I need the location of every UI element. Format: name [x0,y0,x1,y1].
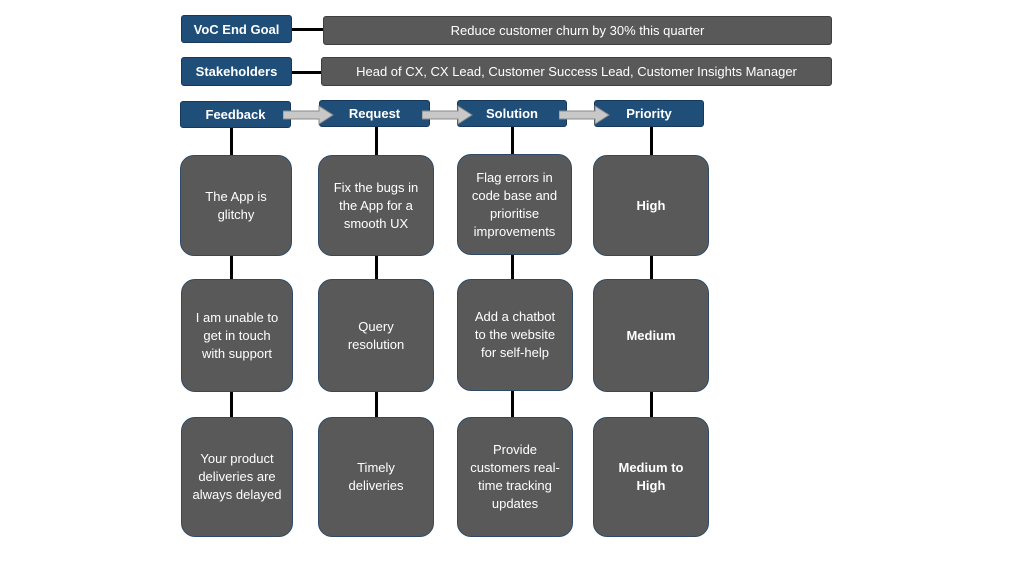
stakeholders-label: Stakeholders [181,57,292,86]
priority-card: High [593,155,709,256]
request-card: Timely deliveries [318,417,434,537]
column-connector [650,127,653,155]
feedback-card: I am unable to get in touch with support [181,279,293,392]
column-connector [511,391,514,417]
column-connector [375,256,378,280]
solution-card: Add a chatbot to the website for self-he… [457,279,573,391]
goal-label: VoC End Goal [181,15,292,43]
column-connector [650,392,653,417]
column-connector [230,128,233,155]
goal-value: Reduce customer churn by 30% this quarte… [323,16,832,45]
arrow-right-icon [283,105,335,125]
stakeholders-connector [292,71,322,74]
arrow-right-icon [559,105,611,125]
column-connector [230,392,233,417]
header-feedback: Feedback [180,101,291,128]
column-connector [375,127,378,155]
solution-card: Provide customers real-time tracking upd… [457,417,573,537]
column-connector [375,392,378,417]
column-connector [511,255,514,279]
request-card: Fix the bugs in the App for a smooth UX [318,155,434,256]
arrow-right-icon [422,105,474,125]
stakeholders-value: Head of CX, CX Lead, Customer Success Le… [321,57,832,86]
column-connector [511,127,514,154]
header-request: Request [319,100,430,127]
solution-card: Flag errors in code base and prioritise … [457,154,572,255]
priority-card: Medium to High [593,417,709,537]
goal-connector [292,28,324,31]
feedback-card: Your product deliveries are always delay… [181,417,293,537]
priority-card: Medium [593,279,709,392]
request-card: Query resolution [318,279,434,392]
column-connector [230,255,233,279]
header-solution: Solution [457,100,567,127]
column-connector [650,255,653,279]
feedback-card: The App is glitchy [180,155,292,256]
